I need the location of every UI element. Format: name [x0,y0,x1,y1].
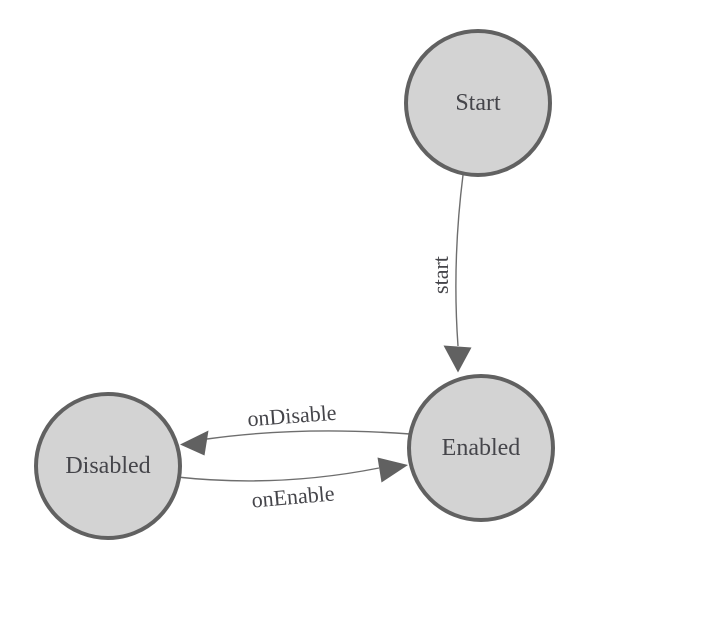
edge-path-onenable [176,467,380,482]
state-label-disabled: Disabled [65,453,150,479]
arrowhead-right-icon [377,457,408,483]
transition-label-start: start [428,256,453,294]
arrowhead-down-icon [443,345,472,373]
state-label-start: Start [455,90,501,116]
arrowhead-left-icon [180,430,209,456]
edge-path-start [455,174,464,347]
state-circle-start[interactable] [404,29,552,177]
transition-onenable: onEnable [176,457,408,513]
transition-ondisable: onDisable [180,400,411,456]
state-circle-disabled[interactable] [34,392,182,540]
state-node-start[interactable]: Start [404,29,552,177]
transition-label-onenable: onEnable [250,480,335,512]
transition-start: start [428,174,472,373]
state-circle-enabled[interactable] [407,374,555,522]
state-node-enabled[interactable]: Enabled [407,374,555,522]
state-label-enabled: Enabled [442,435,521,461]
state-node-disabled[interactable]: Disabled [34,392,182,540]
edge-path-ondisable [206,430,411,440]
transition-label-ondisable: onDisable [246,400,337,431]
